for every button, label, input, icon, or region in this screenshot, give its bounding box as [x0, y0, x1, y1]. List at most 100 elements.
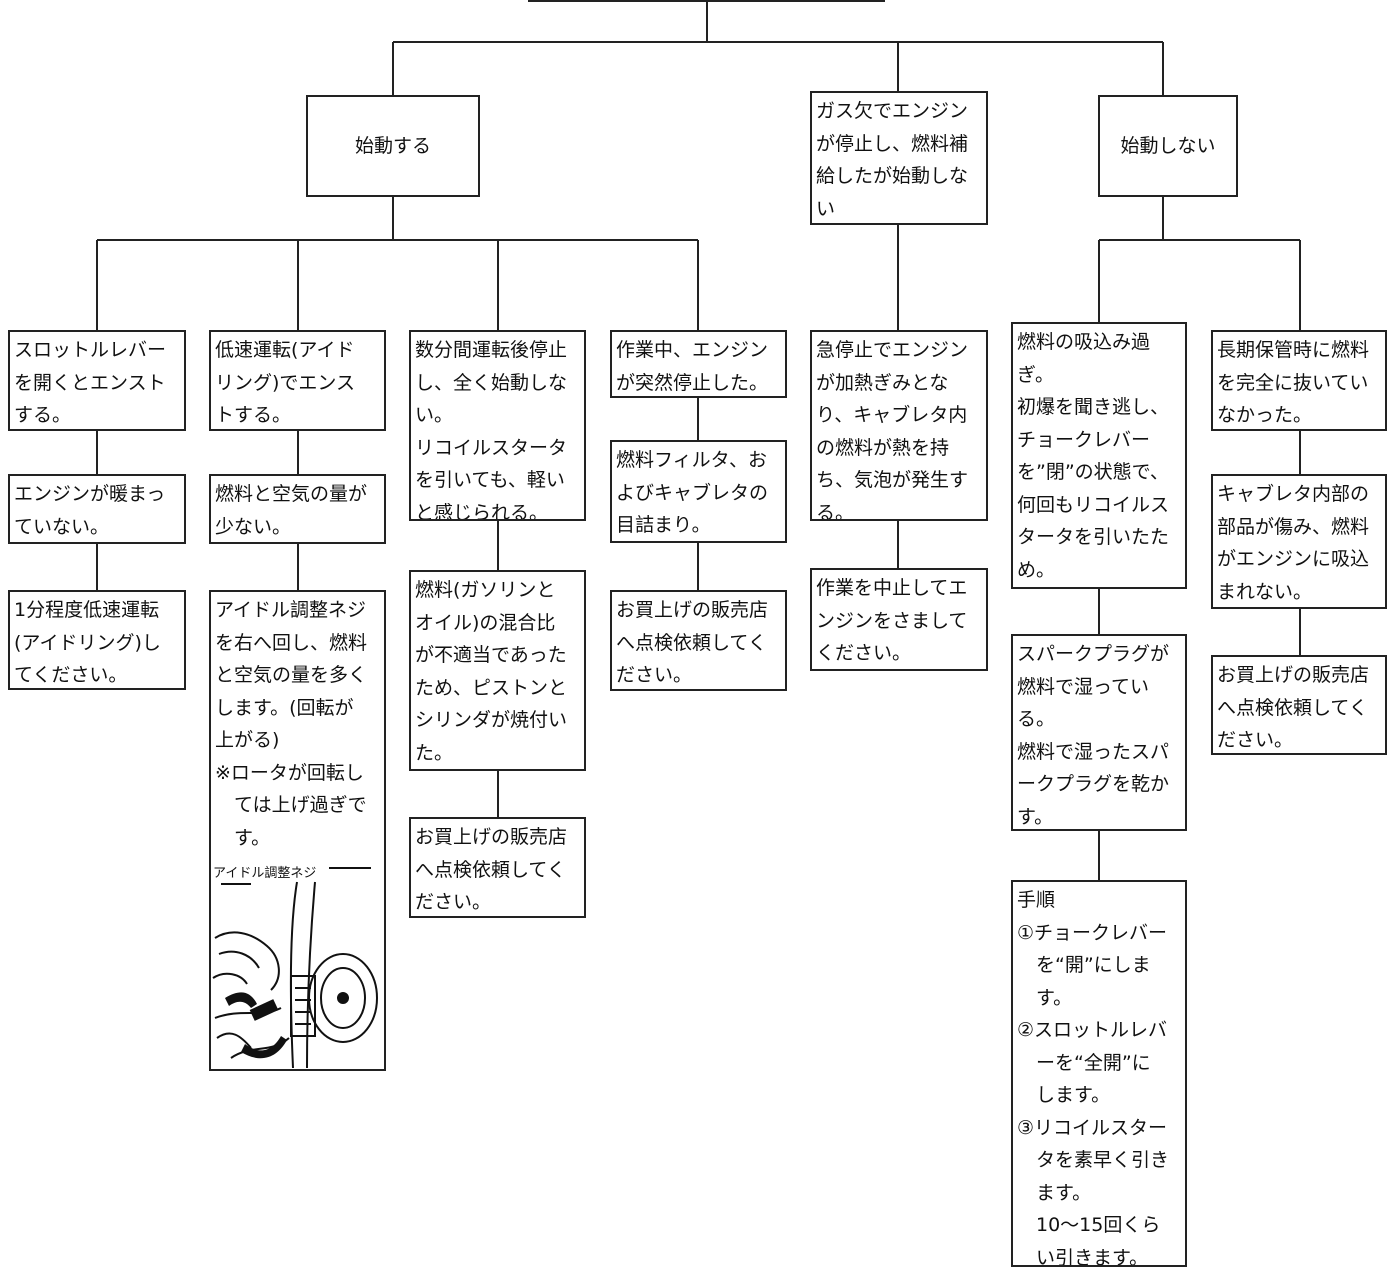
node-line: が加熱ぎみとな — [816, 371, 949, 394]
node-line: ガス欠でエンジン — [816, 100, 969, 122]
node-line: てください。 — [14, 664, 128, 686]
node-line: る。 — [1017, 708, 1056, 730]
node-line: (アイドリング)し — [14, 631, 161, 654]
node-line: ※ロータが回転し — [215, 761, 364, 784]
node-line: スパークプラグが — [1017, 643, 1170, 665]
node-c4-2: 燃料フィルタ、お よびキャブレタの 目詰まり。 — [610, 440, 787, 543]
node-line: ださい。 — [616, 664, 693, 686]
illustration-caption: アイドル調整ネジ — [213, 866, 317, 881]
node-line: 燃料で湿ったスパ — [1017, 740, 1170, 763]
node-line: お買上げの販売店 — [616, 599, 769, 621]
node-line: よびキャブレタの — [616, 481, 769, 504]
node-gas: ガス欠でエンジン が停止し、燃料補 給したが始動しな い — [810, 91, 988, 225]
node-nostart-line: 始動しない — [1120, 134, 1216, 157]
node-line: シリンダが焼付い — [415, 709, 568, 731]
node-c6-1: 燃料の吸込み過 ぎ。 初爆を聞き逃し、 チョークレバー を”閉”の状態で、 何回… — [1011, 322, 1187, 589]
node-line: へ点検依頼してく — [415, 858, 566, 881]
node-line: エンジンが暖まっ — [14, 483, 166, 505]
node-line: ②スロットルレバ — [1017, 1019, 1168, 1041]
node-line: ンジンをさまして — [816, 609, 968, 632]
node-line: を右へ回し、燃料 — [215, 631, 368, 654]
node-c3-2: 燃料(ガソリンと オイル)の混合比 が不適当であった ため、ピストンと シリンダ… — [409, 570, 586, 771]
node-line: お買上げの販売店 — [415, 826, 568, 848]
node-line: へ点検依頼してく — [1217, 696, 1368, 719]
node-line: へ点検依頼してく — [616, 631, 767, 654]
node-line: 作業を中止してエ — [816, 577, 968, 599]
node-line: ます。 — [1017, 1181, 1092, 1204]
node-c6-3: 手順 ①チョークレバー を“開”にしま す。 ②スロットルレバ ーを“全開”に … — [1011, 880, 1187, 1267]
node-line: ださい。 — [1217, 729, 1294, 751]
node-line: り、キャブレタ内 — [816, 404, 968, 426]
node-c3-1: 数分間運転後停止 し、全く始動しな い。 リコイルスタータ を引いても、軽い と… — [409, 330, 586, 521]
node-line: と感じられる。 — [415, 501, 549, 521]
node-line: い引きます。 — [1017, 1246, 1149, 1267]
node-line: 燃料フィルタ、お — [616, 449, 768, 471]
node-c6-2: スパークプラグが 燃料で湿ってい る。 燃料で湿ったスパ ークプラグを乾か す。 — [1011, 634, 1187, 831]
node-c7-1: 長期保管時に燃料 を完全に抜いてい なかった。 — [1211, 330, 1387, 431]
node-line: 燃料(ガソリンと — [415, 579, 556, 601]
node-line: を完全に抜いてい — [1217, 371, 1369, 394]
node-line: を引いても、軽い — [415, 469, 565, 491]
node-line: リコイルスタータ — [415, 436, 568, 459]
node-line: い — [816, 197, 836, 220]
node-line: お買上げの販売店 — [1217, 664, 1370, 686]
node-line: し、全く始動しな — [415, 371, 568, 394]
node-c1-2: エンジンが暖まっ ていない。 — [8, 474, 186, 544]
node-line: 低速運転(アイド — [215, 339, 355, 361]
node-line: アイドル調整ネジ — [215, 599, 367, 621]
node-nostart: 始動しない — [1098, 95, 1238, 197]
node-line: ださい。 — [415, 891, 492, 913]
node-c2-1: 低速運転(アイド リング)でエンス トする。 — [209, 330, 386, 431]
node-line: ぎ。 — [1017, 363, 1055, 386]
node-line: 数分間運転後停止 — [415, 339, 568, 361]
node-line: と空気の量を多く — [215, 664, 368, 686]
node-c2-3: アイドル調整ネジ を右へ回し、燃料 と空気の量を多く します。(回転が 上がる)… — [209, 590, 386, 1071]
node-line: ち、気泡が発生す — [816, 469, 969, 491]
node-line: スロットルレバー — [14, 339, 167, 361]
node-c3-3: お買上げの販売店 へ点検依頼してく ださい。 — [409, 817, 586, 918]
node-line: ては上げ過ぎで — [215, 794, 367, 816]
node-c4-1: 作業中、エンジン が突然停止した。 — [610, 330, 787, 398]
node-line: を開くとエンスト — [14, 371, 166, 394]
node-line: キャブレタ内部の — [1217, 483, 1370, 505]
node-line: する。 — [14, 404, 72, 426]
node-line: タータを引いたた — [1017, 526, 1170, 548]
node-line: オイル)の混合比 — [415, 611, 556, 634]
node-line: ークプラグを乾か — [1017, 773, 1170, 795]
node-line: チョークレバー — [1017, 428, 1151, 451]
node-c2-2: 燃料と空気の量が 少ない。 — [209, 474, 386, 544]
node-line: 燃料の吸込み過 — [1017, 331, 1151, 353]
carburetor-drawing-icon — [212, 867, 378, 1069]
node-line: 目詰まり。 — [616, 514, 711, 536]
node-c5-2: 作業を中止してエ ンジンをさまして ください。 — [810, 568, 988, 671]
node-line: 部品が傷み、燃料 — [1217, 515, 1370, 538]
idle-screw-illustration: アイドル調整ネジ — [211, 858, 384, 1069]
node-line: 給したが始動しな — [816, 165, 969, 187]
node-line: 何回もリコイルス — [1017, 493, 1170, 516]
node-line: リング)でエンス — [215, 371, 356, 394]
node-line: る。 — [816, 501, 855, 521]
node-line: め。 — [1017, 558, 1056, 581]
node-line: ①チョークレバー — [1017, 921, 1168, 944]
node-line: を“開”にしま — [1017, 954, 1151, 976]
node-line: 少ない。 — [215, 515, 292, 538]
node-line: す。 — [215, 826, 271, 849]
node-line: の燃料が熱を持 — [816, 436, 950, 459]
node-c7-2: キャブレタ内部の 部品が傷み、燃料 がエンジンに吸込 まれない。 — [1211, 474, 1387, 609]
node-line: す。 — [1017, 986, 1073, 1009]
node-line: を”閉”の状態で、 — [1017, 461, 1169, 483]
node-line: まれない。 — [1217, 580, 1313, 603]
node-line: す。 — [1017, 805, 1054, 828]
node-line: ため、ピストンと — [415, 676, 568, 699]
node-line: 燃料で湿ってい — [1017, 675, 1150, 698]
node-line: 上がる) — [215, 729, 280, 751]
node-line: 手順 — [1017, 889, 1056, 911]
node-line: 長期保管時に燃料 — [1217, 339, 1370, 361]
node-line: い。 — [415, 404, 454, 426]
node-line: タを素早く引き — [1017, 1149, 1170, 1171]
node-line: 初爆を聞き逃し、 — [1017, 396, 1170, 418]
node-line: 燃料と空気の量が — [215, 483, 368, 505]
node-line: します。 — [1017, 1084, 1111, 1106]
node-start-line: 始動する — [354, 134, 431, 157]
